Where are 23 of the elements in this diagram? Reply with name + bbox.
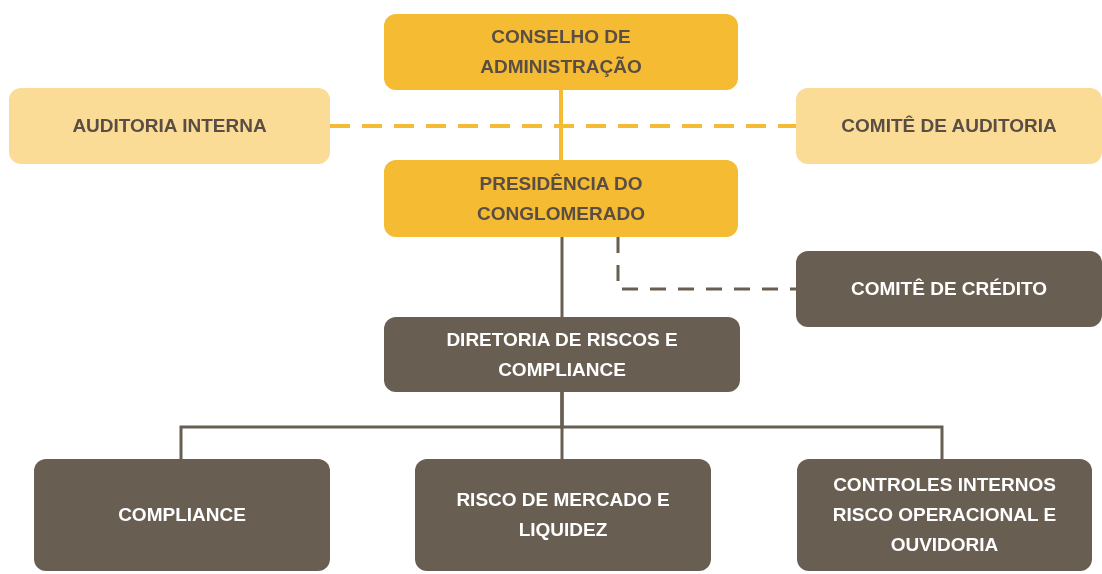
org-box [34, 459, 330, 571]
connector-line [559, 90, 563, 160]
org-box [9, 88, 330, 164]
box-label: CONSELHO DE ADMINISTRAÇÃO [479, 25, 643, 79]
box-label: DIRETORIA DE RISCOS E COMPLIANCE [445, 327, 679, 382]
dashed-connector [616, 237, 796, 291]
box-label: CONTROLES INTERNOS RISCO OPERACIONAL E OUVIDORIA [831, 473, 1058, 557]
box-label: COMPLIANCE [118, 503, 246, 527]
connector-line [560, 237, 564, 317]
org-box [384, 14, 738, 90]
org-box [796, 88, 1102, 164]
org-box [415, 459, 711, 571]
box-label: RISCO DE MERCADO E LIQUIDEZ [455, 488, 671, 542]
connector-line [560, 392, 944, 459]
org-box [797, 459, 1092, 571]
org-box [384, 160, 738, 237]
org-box [796, 251, 1102, 327]
box-label: PRESIDÊNCIA DO CONGLOMERADO [476, 171, 646, 226]
box-label: AUDITORIA INTERNA [72, 114, 267, 138]
box-label: COMITÊ DE AUDITORIA [841, 114, 1057, 138]
dashed-connector [330, 124, 796, 128]
box-label: COMITÊ DE CRÉDITO [851, 277, 1047, 301]
org-box [384, 317, 740, 392]
